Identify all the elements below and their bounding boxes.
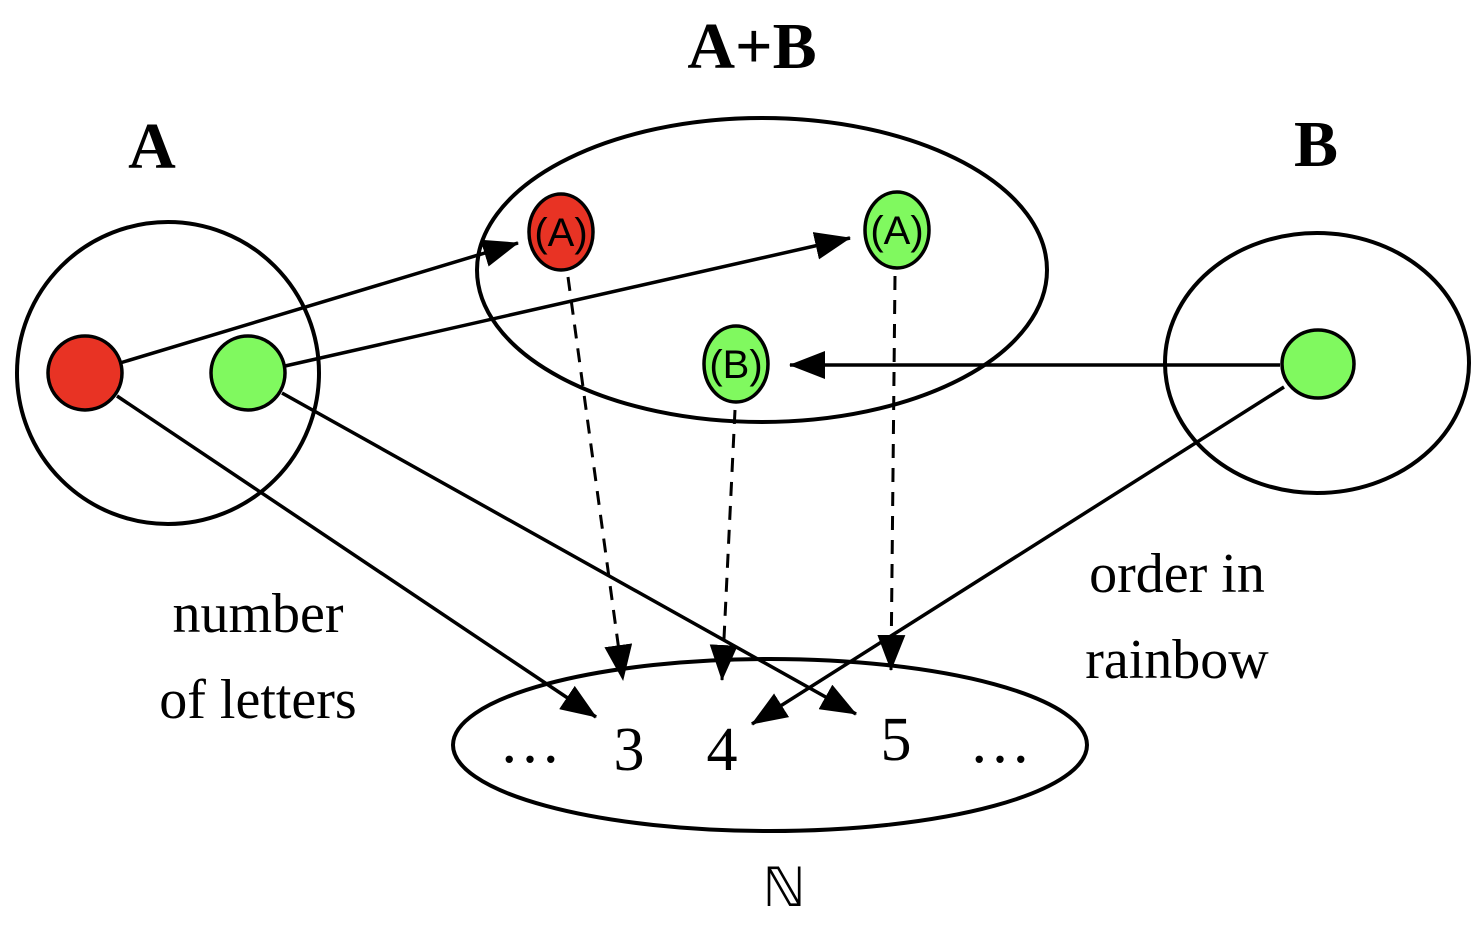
injection-arrow-green-a [284,232,851,368]
map-a-caption-line2: of letters [159,669,356,731]
set-sum-title: A+B [687,10,816,83]
naturals-value-3: 3 [614,716,645,784]
set-b-outline [1163,231,1471,495]
set-a-title: A [128,110,176,183]
set-b-title: B [1294,108,1338,181]
naturals-ellipsis-right: … [969,708,1031,776]
naturals-ellipsis-left: … [499,708,561,776]
map-a-caption-line1: number [172,583,343,645]
set-a-element-red [46,334,124,412]
set-a-outline [15,220,321,526]
sum-element-red-a-label: (A) [534,211,587,255]
induced-arrow-green-a-to-5 [877,275,906,671]
naturals-outline [451,657,1089,833]
set-b-element-green [1280,328,1356,400]
induced-arrow-green-b-to-4 [709,409,738,681]
sum-element-green-b-circle [702,324,770,404]
sum-element-green-a: (A) [863,190,931,270]
sum-element-red-a: (A) [527,192,595,272]
naturals-value-5: 5 [881,706,912,774]
map-arrow-b-green-to-4 [751,385,1285,726]
injection-arrow-red [119,239,519,365]
induced-arrow-red-a-to-3 [566,276,633,681]
map-arrow-a-green-to-5 [281,391,857,716]
map-b-caption-line2: rainbow [1085,629,1269,691]
naturals-symbol: ℕ [762,856,805,919]
sum-element-green-a-circle [863,190,931,270]
set-sum-outline [475,116,1049,424]
naturals-value-4: 4 [707,716,738,784]
map-arrow-a-red-to-3 [116,394,597,719]
sum-element-green-b: (B) [702,324,770,404]
sum-element-green-b-label: (B) [709,343,762,387]
set-a-element-green [209,334,287,412]
sum-element-red-a-circle [527,192,595,272]
map-b-caption-line1: order in [1089,543,1265,605]
sum-element-green-a-label: (A) [870,209,923,253]
